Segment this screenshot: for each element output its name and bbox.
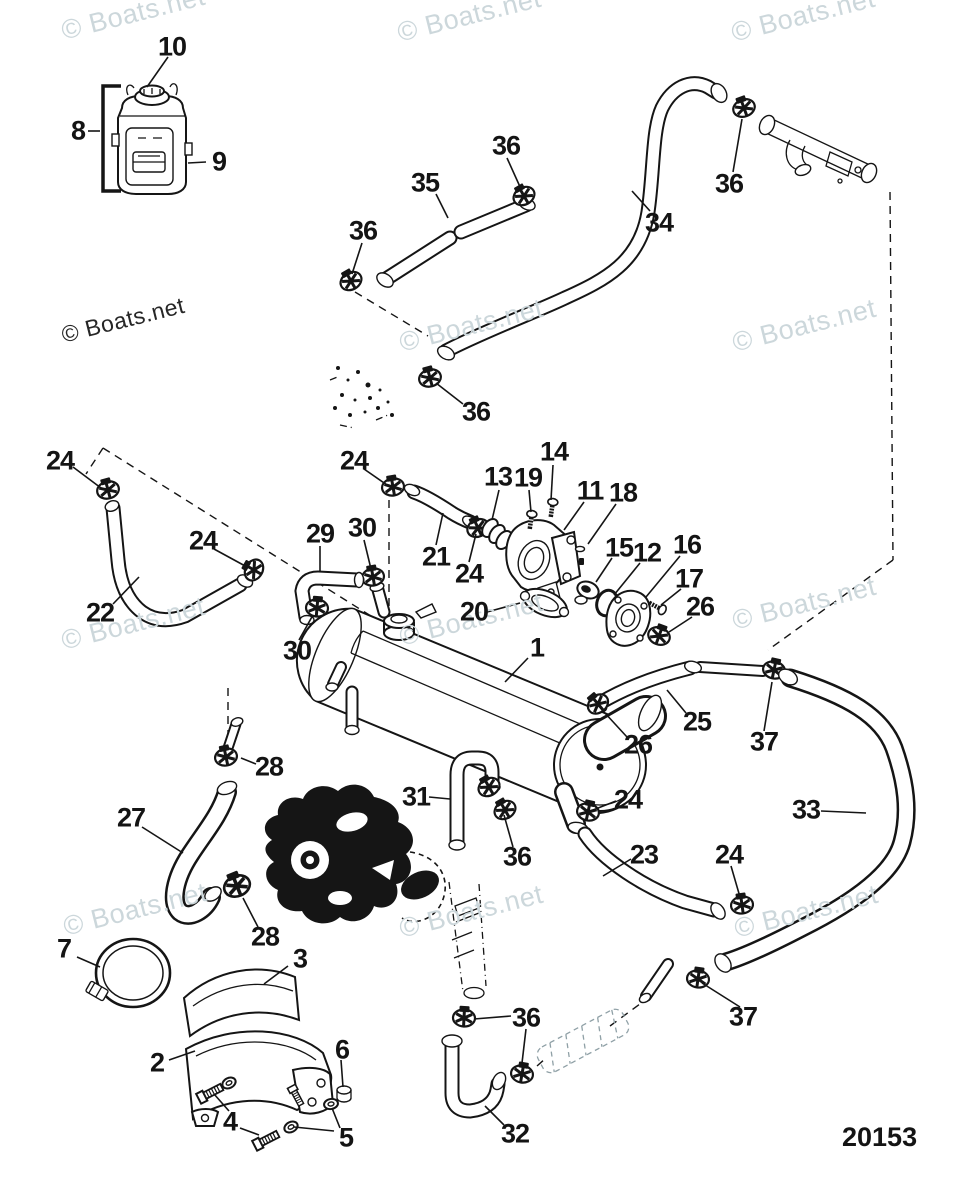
part-callout-20: 20	[459, 596, 489, 627]
part-callout-5: 5	[338, 1122, 354, 1153]
part-callout-31: 31	[401, 781, 431, 812]
part-callout-24: 24	[188, 525, 218, 556]
part-callout-18: 18	[608, 477, 638, 508]
part-callout-36: 36	[511, 1002, 541, 1033]
part-callout-27: 27	[116, 802, 146, 833]
right-hoses	[577, 654, 916, 1004]
hose-27	[164, 717, 255, 925]
part-callout-24: 24	[45, 445, 75, 476]
part-callout-26: 26	[685, 591, 715, 622]
part-callout-29: 29	[305, 518, 335, 549]
part-callout-3: 3	[292, 943, 308, 974]
leader-lines	[72, 56, 867, 1136]
engine-ghost	[329, 366, 394, 429]
part-callout-11: 11	[576, 475, 605, 506]
part-callout-12: 12	[632, 537, 662, 568]
part-callout-34: 34	[644, 207, 674, 238]
part-callout-36: 36	[491, 130, 521, 161]
part-callout-33: 33	[791, 794, 821, 825]
part-callout-36: 36	[502, 841, 532, 872]
part-callout-28: 28	[254, 751, 284, 782]
part-callout-22: 22	[85, 597, 115, 628]
part-callout-15: 15	[604, 532, 634, 563]
part-callout-36: 36	[348, 215, 378, 246]
part-callout-37: 37	[728, 1001, 758, 1032]
water-pump	[264, 784, 447, 924]
thermostat-group	[378, 471, 675, 650]
fasteners	[195, 1074, 352, 1152]
hose-clamp-7	[85, 937, 172, 1009]
part-callout-25: 25	[682, 706, 712, 737]
part-callout-1: 1	[529, 632, 545, 663]
part-callout-21: 21	[421, 541, 451, 572]
construction-lines	[85, 191, 894, 1067]
part-callout-28: 28	[250, 921, 280, 952]
part-callout-23: 23	[629, 839, 659, 870]
part-callout-36: 36	[714, 168, 744, 199]
part-callout-7: 7	[56, 933, 72, 964]
hose-22	[92, 474, 269, 628]
part-callout-30: 30	[282, 635, 312, 666]
brackets	[182, 968, 335, 1127]
part-callout-17: 17	[674, 563, 704, 594]
part-callout-2: 2	[149, 1047, 165, 1078]
part-callout-14: 14	[539, 436, 569, 467]
part-callout-19: 19	[513, 462, 543, 493]
part-callout-16: 16	[672, 529, 702, 560]
part-callout-4: 4	[222, 1106, 238, 1137]
part-callout-10: 10	[157, 31, 187, 62]
part-callout-35: 35	[410, 167, 440, 198]
part-callout-24: 24	[613, 784, 643, 815]
part-callout-24: 24	[339, 445, 369, 476]
drawing-number: 20153	[842, 1122, 918, 1152]
part-callout-32: 32	[500, 1118, 530, 1149]
part-callout-37: 37	[749, 726, 779, 757]
heat-exchanger	[295, 561, 667, 835]
part-callout-26: 26	[623, 729, 653, 760]
part-callout-8: 8	[70, 115, 86, 146]
hose-34	[414, 76, 759, 391]
part-callout-13: 13	[483, 461, 513, 492]
part-callout-24: 24	[714, 839, 744, 870]
hose-35	[333, 178, 540, 296]
part-callout-24: 24	[454, 558, 484, 589]
part-callout-30: 30	[347, 512, 377, 543]
part-callout-6: 6	[334, 1034, 350, 1065]
part-callout-9: 9	[211, 146, 227, 177]
coolant-reservoir	[101, 83, 193, 195]
manifold-ghost	[758, 114, 878, 184]
part-callout-36: 36	[461, 396, 491, 427]
center-hoses	[441, 750, 630, 1119]
